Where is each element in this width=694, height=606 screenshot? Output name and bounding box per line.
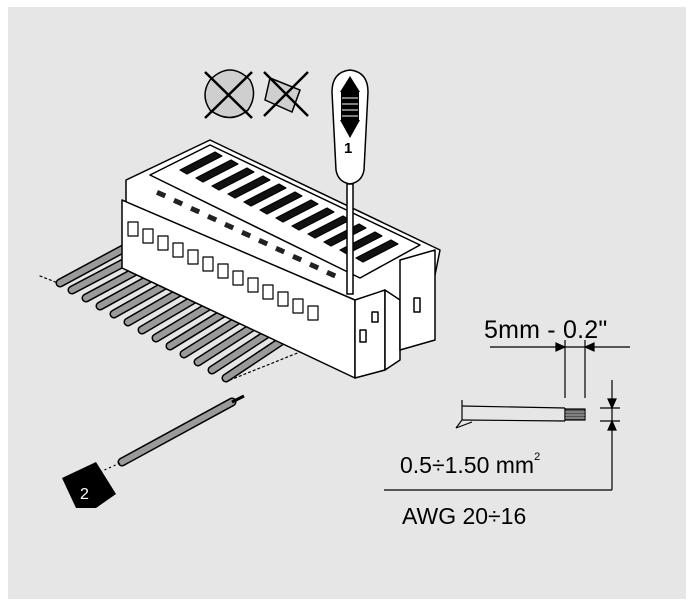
awg-label: AWG 20÷16 <box>402 503 527 529</box>
wire-strip-detail <box>384 340 630 491</box>
insert-wire <box>99 394 245 473</box>
strip-length-label: 5mm - 0.2" <box>484 316 608 344</box>
step-2-number: 2 <box>80 486 89 503</box>
cross-section-value: 0.5÷1.50 mm <box>400 452 535 478</box>
cross-section-label: 0.5÷1.50 mm2 <box>400 451 541 479</box>
no-rotate-icon <box>204 69 255 119</box>
no-tilt-icon <box>263 71 309 117</box>
step-1-number: 1 <box>344 140 353 157</box>
cross-section-superscript: 2 <box>534 451 541 464</box>
screwdriver <box>331 69 369 295</box>
insert-arrow-icon <box>62 462 116 508</box>
